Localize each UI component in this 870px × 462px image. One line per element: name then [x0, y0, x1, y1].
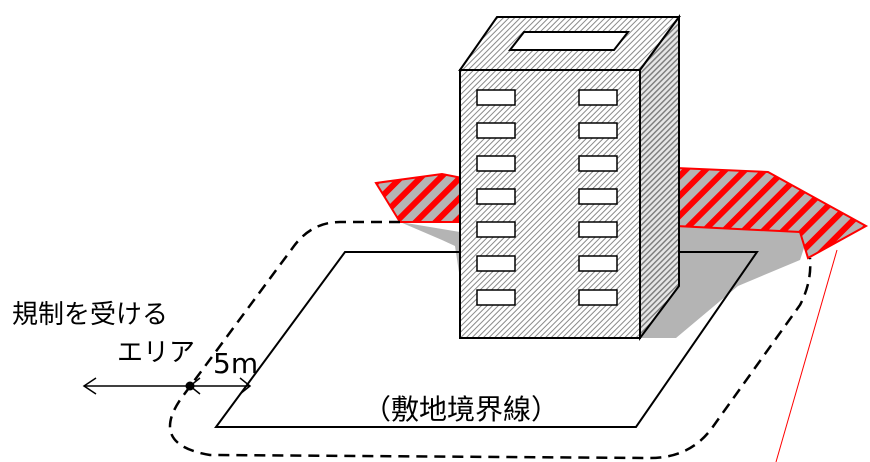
window: [578, 188, 618, 205]
window: [578, 89, 618, 106]
window: [578, 122, 618, 139]
outward-arrow: [82, 377, 190, 395]
window: [578, 255, 618, 272]
regulation-line-5m: [168, 220, 812, 460]
building-side: [639, 13, 680, 341]
distance-arrow: [188, 377, 252, 395]
regulated-shadow-zone: [374, 172, 463, 223]
roof-opening: [507, 31, 631, 51]
window: [578, 289, 618, 306]
leader-line: [775, 249, 838, 462]
regulated-area-label-line2: エリア: [117, 338, 196, 368]
window: [476, 221, 516, 238]
window: [476, 255, 516, 272]
window: [476, 89, 516, 106]
site-boundary-label: （敷地境界線）: [363, 393, 560, 426]
window: [476, 188, 516, 205]
window: [578, 221, 618, 238]
windows: [476, 89, 618, 306]
window: [476, 122, 516, 139]
window: [476, 155, 516, 172]
window: [578, 155, 618, 172]
window: [476, 289, 516, 306]
distance-label: 5m: [213, 347, 259, 380]
regulated-area-label-line1: 規制を受ける: [12, 300, 169, 330]
